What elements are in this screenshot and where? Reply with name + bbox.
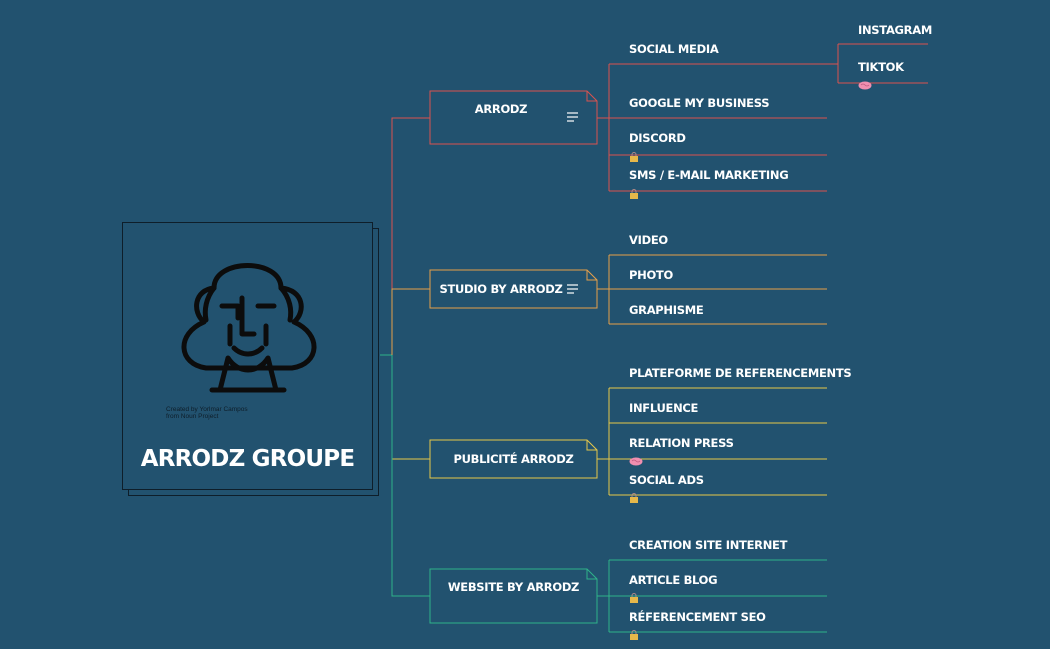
spine-publicite — [391, 355, 430, 460]
cloud-face-icon — [181, 263, 317, 393]
brain-icon — [629, 457, 643, 466]
spine-studio — [391, 288, 430, 355]
credit-line-1: Created by Yorlmar Campos — [166, 406, 248, 413]
node-tiktok[interactable]: TIKTOK — [858, 60, 904, 74]
branch-box-website — [429, 568, 598, 624]
central-title: ARRODZ GROUPE — [140, 446, 355, 472]
node-instagram[interactable]: INSTAGRAM — [858, 23, 932, 37]
lock-icon — [630, 189, 638, 199]
lock-icon — [630, 152, 638, 162]
node-photo[interactable]: PHOTO — [629, 268, 673, 282]
notes-icon[interactable] — [567, 112, 578, 122]
node-seo[interactable]: RÉFERENCEMENT SEO — [629, 610, 766, 624]
node-video[interactable]: VIDEO — [629, 233, 668, 247]
node-influence[interactable]: INFLUENCE — [629, 401, 699, 415]
branch-website[interactable]: WEBSITE BY ARRODZ — [447, 580, 580, 594]
node-graphisme[interactable]: GRAPHISME — [629, 303, 704, 317]
branch-box-studio — [429, 269, 598, 309]
brain-icon — [858, 81, 872, 90]
node-relation[interactable]: RELATION PRESS — [629, 436, 734, 450]
lock-icon — [630, 630, 638, 640]
notes-icon[interactable] — [567, 284, 578, 294]
spine-website — [391, 355, 430, 597]
node-plateforme[interactable]: PLATEFORME DE REFERENCEMENTS — [629, 366, 852, 380]
branch-publicite[interactable]: PUBLICITÉ ARRODZ — [453, 452, 574, 466]
node-discord[interactable]: DISCORD — [629, 131, 686, 145]
node-google[interactable]: GOOGLE MY BUSINESS — [629, 96, 770, 110]
lock-icon — [630, 593, 638, 603]
node-social-ads[interactable]: SOCIAL ADS — [629, 473, 704, 487]
branch-arrodz[interactable]: ARRODZ — [474, 102, 528, 116]
branch-studio[interactable]: STUDIO BY ARRODZ — [439, 282, 563, 296]
credit-line-2: from Noun Project — [166, 413, 219, 420]
icon-credit: Created by Yorlmar Campos from Noun Proj… — [166, 406, 248, 420]
lock-icon — [630, 493, 638, 503]
node-sms[interactable]: SMS / E-MAIL MARKETING — [629, 168, 789, 182]
spine-arrodz — [391, 117, 430, 355]
branch-box-arrodz — [429, 90, 598, 145]
node-creation[interactable]: CREATION SITE INTERNET — [629, 538, 788, 552]
branch-box-publicite — [429, 439, 598, 479]
node-article[interactable]: ARTICLE BLOG — [629, 573, 718, 587]
node-social-media[interactable]: SOCIAL MEDIA — [629, 42, 719, 56]
